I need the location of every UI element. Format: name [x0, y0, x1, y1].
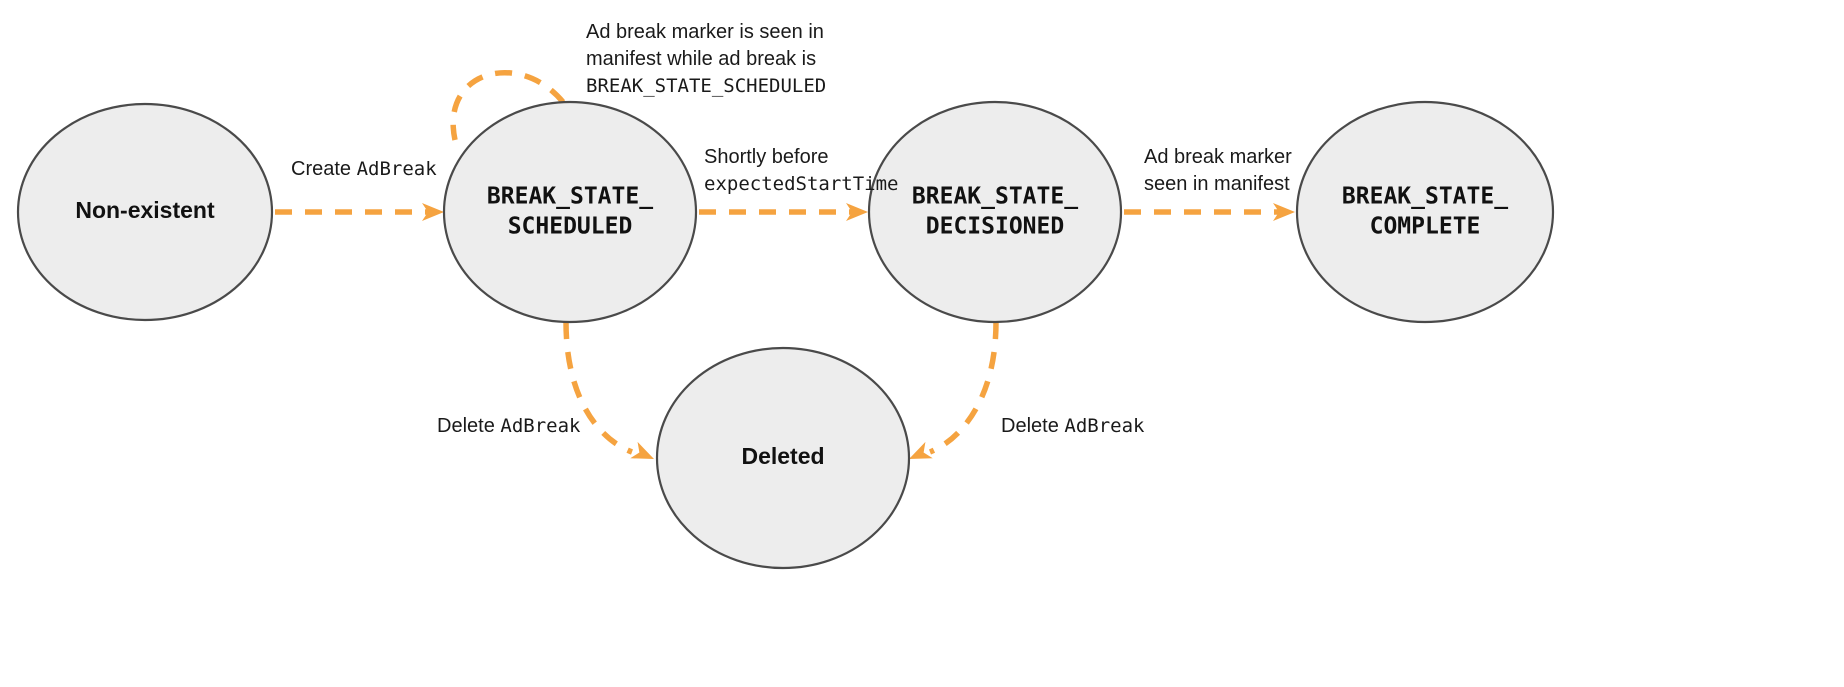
- state-node-label: DECISIONED: [926, 214, 1064, 240]
- transition-line: [928, 321, 999, 455]
- transition-label-run: Delete: [1001, 415, 1064, 437]
- nodes-layer: Non-existentBREAK_STATE_SCHEDULEDBREAK_S…: [16, 100, 1555, 570]
- state-node-deleted[interactable]: Deleted: [655, 346, 911, 570]
- state-node-non-existent[interactable]: Non-existent: [16, 102, 274, 322]
- state-node-label: SCHEDULED: [508, 214, 633, 240]
- transition-create-adbreak: [275, 203, 444, 221]
- transition-decisioned-to-complete: [1124, 203, 1295, 221]
- transition-label-decisioned-to-complete: Ad break marker seen in manifest: [1144, 146, 1292, 195]
- transition-label-run: Ad break marker is seen in: [586, 21, 824, 43]
- arrowhead-icon: [846, 203, 868, 221]
- transition-label-run: Delete: [437, 415, 500, 437]
- state-node-shape: [442, 100, 698, 324]
- transition-scheduled-to-decisioned: [699, 203, 868, 221]
- state-node-label: BREAK_STATE_: [1342, 184, 1508, 210]
- transition-label-run: seen in manifest: [1144, 173, 1290, 195]
- transition-label-create-adbreak: Create AdBreak: [291, 158, 437, 180]
- transition-label-run: BREAK_STATE_SCHEDULED: [586, 75, 826, 97]
- arrowhead-icon: [1273, 203, 1295, 221]
- state-node-label: Non-existent: [75, 197, 215, 223]
- transition-label-run: Create: [291, 158, 357, 180]
- state-node-shape: [867, 100, 1123, 324]
- transition-label-run: Shortly before: [704, 146, 829, 168]
- arrowhead-icon: [422, 203, 444, 221]
- state-node-shape: [1295, 100, 1555, 324]
- arrowhead-icon: [909, 441, 933, 459]
- transition-label-decisioned-to-deleted: Delete AdBreak: [1001, 415, 1145, 437]
- transition-decisioned-to-deleted: [909, 321, 999, 459]
- state-node-shape: [655, 346, 911, 570]
- state-node-label: COMPLETE: [1370, 214, 1481, 240]
- transition-label-run: expectedStartTime: [704, 173, 898, 195]
- state-node-break-state-decisioned[interactable]: BREAK_STATE_ DECISIONED: [867, 100, 1123, 324]
- state-node-label: BREAK_STATE_: [912, 184, 1078, 210]
- transition-label-run: AdBreak: [1064, 415, 1145, 437]
- state-node-shape: [16, 102, 274, 322]
- transition-label-scheduled-to-decisioned: Shortly before expectedStartTime: [704, 146, 898, 195]
- transition-label-run: Ad break marker: [1144, 146, 1292, 168]
- state-node-label: Deleted: [741, 443, 824, 469]
- transition-label-scheduled-to-deleted: Delete AdBreak: [437, 415, 581, 437]
- transition-label-run: AdBreak: [500, 415, 581, 437]
- transition-line: [563, 321, 634, 455]
- edge-labels-layer: Create AdBreak Ad break marker is seen in…: [291, 21, 1292, 437]
- transition-label-run: manifest while ad break is: [586, 48, 816, 70]
- state-node-break-state-scheduled[interactable]: BREAK_STATE_ SCHEDULED: [442, 100, 698, 324]
- state-node-label: BREAK_STATE_: [487, 184, 653, 210]
- arrowhead-icon: [630, 441, 654, 459]
- transition-scheduled-to-deleted: [563, 321, 654, 459]
- transition-label-self-loop-scheduled: Ad break marker is seen in manifest while…: [586, 21, 826, 97]
- state-node-break-state-complete[interactable]: BREAK_STATE_ COMPLETE: [1295, 100, 1555, 324]
- transition-label-run: AdBreak: [357, 158, 438, 180]
